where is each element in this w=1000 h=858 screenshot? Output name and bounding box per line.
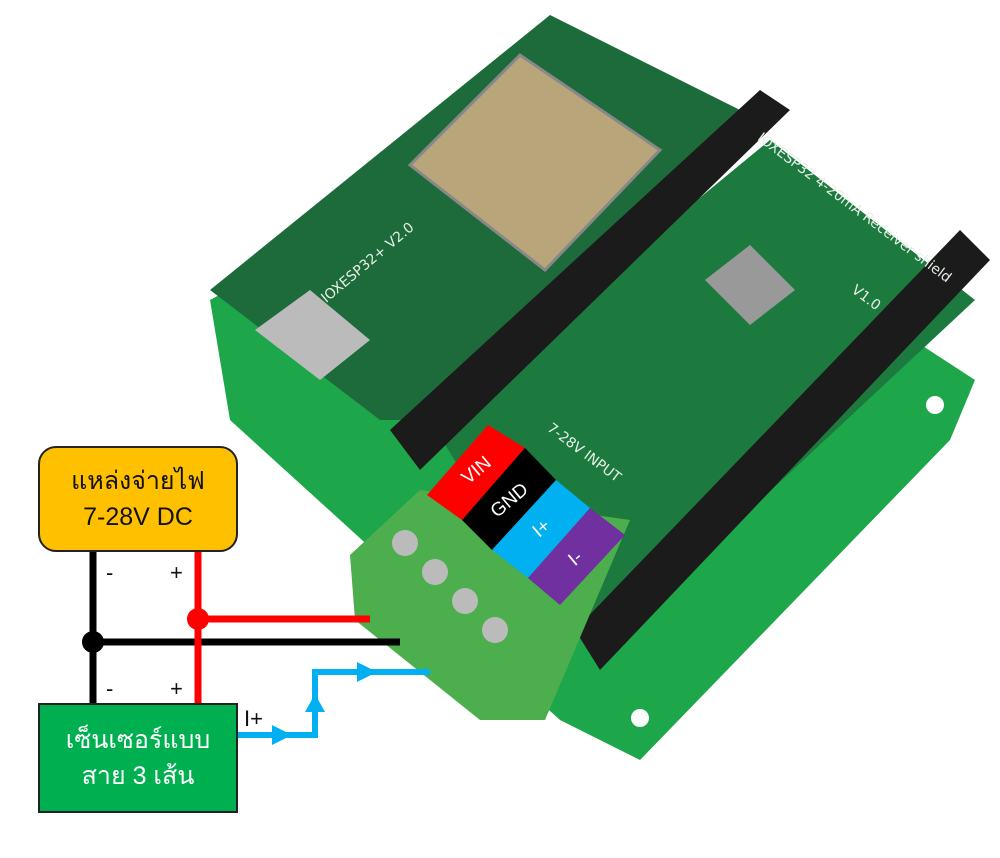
power-supply-title: แหล่งจ่ายไฟ [71, 467, 205, 495]
label-iplus [492, 480, 590, 578]
vin-junction [187, 608, 209, 630]
psu-plus-label: + [170, 560, 183, 585]
psu-minus-label: - [106, 560, 114, 585]
sensor-plus-label: + [170, 676, 183, 701]
pin-header-left [390, 90, 790, 470]
gnd-junction [82, 631, 104, 653]
sensor-box: เซ็นเซอร์แบบ สาย 3 เส้น [38, 703, 238, 813]
sensor-minus-label: - [106, 676, 114, 701]
sensor-subtitle: สาย 3 เส้น [81, 762, 195, 790]
label-gnd [462, 448, 556, 550]
usb-c-port [255, 290, 370, 380]
arrow-right-icon [272, 725, 292, 745]
arrow-right-icon [357, 662, 377, 682]
power-supply-voltage: 7-28V DC [83, 503, 193, 531]
arrow-up-icon [305, 694, 325, 712]
label-vin [427, 425, 525, 520]
sensor-signal-label: I+ [244, 706, 263, 731]
esp32-module [407, 53, 663, 273]
pin-header-right [575, 230, 990, 670]
sensor-title: เซ็นเซอร์แบบ [65, 726, 211, 754]
inductor [705, 245, 795, 325]
power-supply-box: แหล่งจ่ายไฟ 7-28V DC [38, 446, 238, 552]
signal-wire [238, 669, 430, 738]
label-iminus [528, 508, 625, 605]
